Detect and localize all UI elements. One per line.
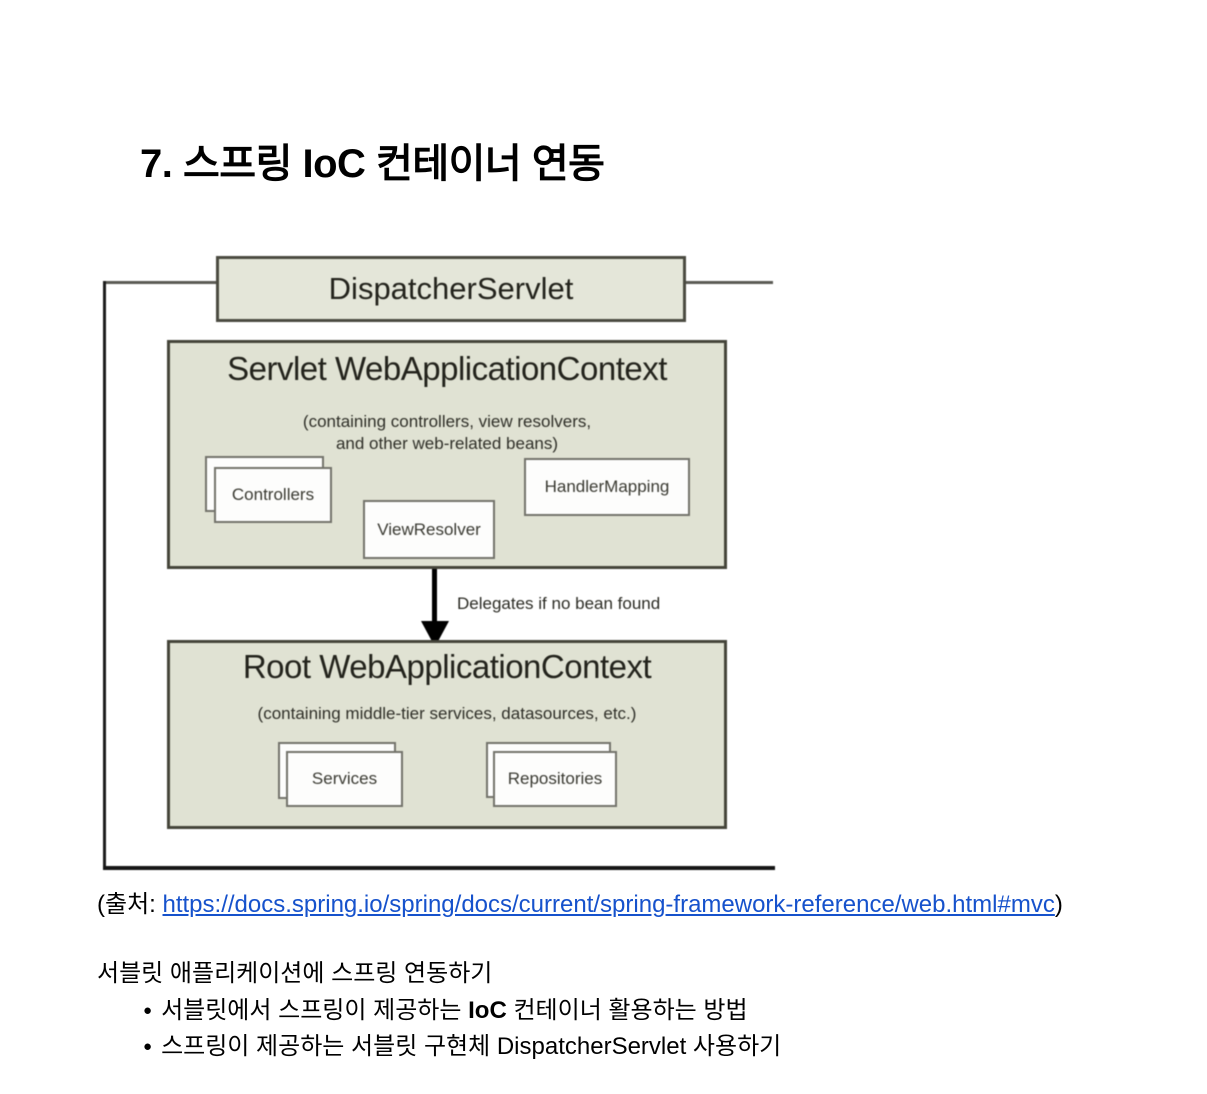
spring-mvc-context-diagram: DispatcherServlet Servlet WebApplication…	[103, 256, 775, 870]
servlet-context-subtitle-line1: (containing controllers, view resolvers,	[302, 412, 592, 431]
delegation-arrow-label: Delegates if no bean found	[457, 594, 661, 613]
handlermapping-box: HandlerMapping	[524, 458, 690, 516]
bullet-text: 스프링이 제공하는 서블릿 구현체 DispatcherServlet 사용하기	[161, 1033, 782, 1060]
dispatcher-servlet-label: DispatcherServlet	[328, 271, 574, 306]
repositories-label: Repositories	[507, 769, 603, 788]
bullet-text: 서블릿에서 스프링이 제공하는 IoC 컨테이너 활용하는 방법	[161, 997, 748, 1024]
services-label: Services	[311, 769, 378, 788]
servlet-context-title: Servlet WebApplicationContext	[227, 350, 667, 387]
source-caption: (출처: https://docs.spring.io/spring/docs/…	[97, 884, 1063, 919]
handlermapping-label: HandlerMapping	[544, 477, 670, 496]
bullet-item-dispatcherservlet: ● 스프링이 제공하는 서블릿 구현체 DispatcherServlet 사용…	[143, 1026, 781, 1061]
bullet-icon: ●	[143, 1002, 153, 1019]
outer-container-left-line	[103, 281, 106, 870]
intro-line: 서블릿 애플리케이션에 스프링 연동하기	[97, 960, 493, 987]
root-context-title: Root WebApplicationContext	[242, 648, 652, 685]
outer-container-bottom-line	[103, 866, 775, 870]
viewresolver-label: ViewResolver	[377, 519, 481, 539]
page-title: 7. 스프링 IoC 컨테이너 연동	[140, 142, 605, 186]
root-context-subtitle: (containing middle-tier services, dataso…	[257, 704, 637, 723]
controllers-label: Controllers	[231, 485, 315, 504]
delegation-arrow-shaft	[432, 569, 437, 623]
repositories-box: Repositories	[493, 751, 617, 807]
root-webapplicationcontext-box	[167, 640, 727, 829]
servlet-context-subtitle-line2: and other web-related beans)	[335, 434, 559, 453]
bullet-icon: ●	[143, 1038, 153, 1055]
dispatcher-servlet-box: DispatcherServlet	[216, 256, 686, 322]
viewresolver-box: ViewResolver	[363, 500, 495, 559]
controllers-box: Controllers	[214, 467, 332, 523]
bullet-item-ioc-container: ● 서블릿에서 스프링이 제공하는 IoC 컨테이너 활용하는 방법	[143, 990, 748, 1025]
source-caption-suffix: )	[1054, 891, 1063, 918]
source-link[interactable]: https://docs.spring.io/spring/docs/curre…	[162, 891, 1055, 918]
source-caption-prefix: (출처:	[97, 891, 163, 918]
services-box: Services	[286, 751, 403, 807]
